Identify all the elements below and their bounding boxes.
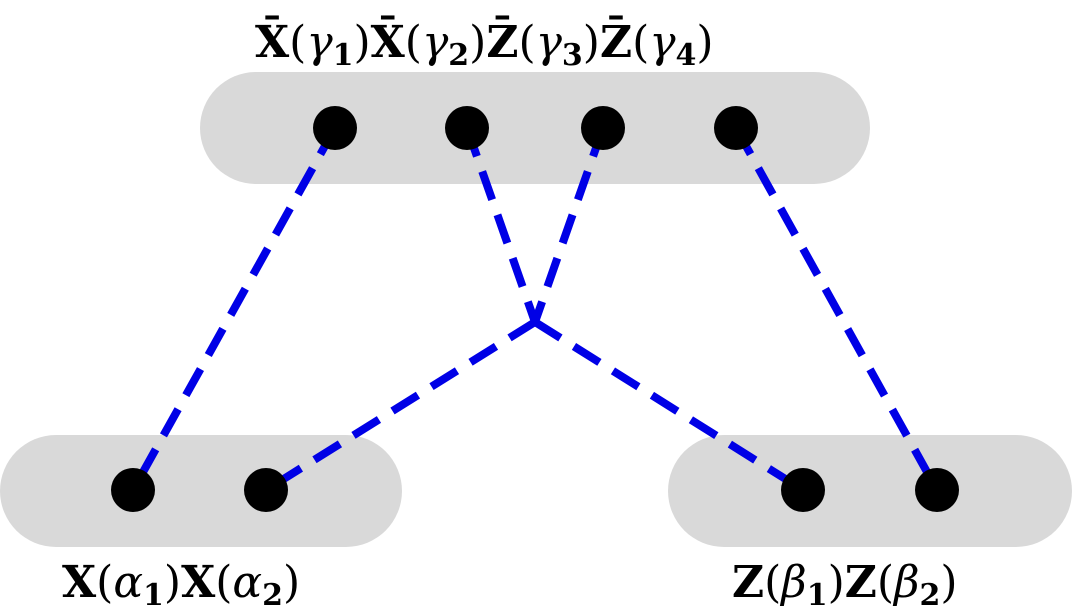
top-group-capsule (200, 72, 870, 184)
node-gamma3 (581, 106, 625, 150)
node-gamma1 (313, 106, 357, 150)
bottom-left-group-capsule (0, 435, 402, 547)
edge-gamma1-alpha1 (129, 126, 339, 492)
bottom-left-group-label: X(α1)X(α2) (62, 557, 300, 613)
bottom-right-group-capsule (668, 435, 1072, 547)
top-group-label: X̄(γ1)X̄(γ2)Z̄(γ3)Z̄(γ4) (255, 14, 714, 73)
nodes (111, 106, 959, 512)
node-gamma4 (714, 106, 758, 150)
edge-gamma4-beta2 (732, 126, 941, 492)
node-beta1 (781, 468, 825, 512)
edge-gamma2-beta1-lower (532, 318, 806, 494)
pairing-edges (129, 126, 941, 494)
node-beta2 (915, 468, 959, 512)
node-gamma2 (445, 106, 489, 150)
edge-gamma3-alpha2 (531, 126, 607, 324)
edge-gamma3-alpha2-lower (263, 318, 538, 494)
bottom-right-group-label: Z(β1)Z(β2) (732, 557, 958, 613)
node-alpha2 (244, 468, 288, 512)
edge-gamma2-beta1 (463, 126, 539, 324)
node-alpha1 (111, 468, 155, 512)
